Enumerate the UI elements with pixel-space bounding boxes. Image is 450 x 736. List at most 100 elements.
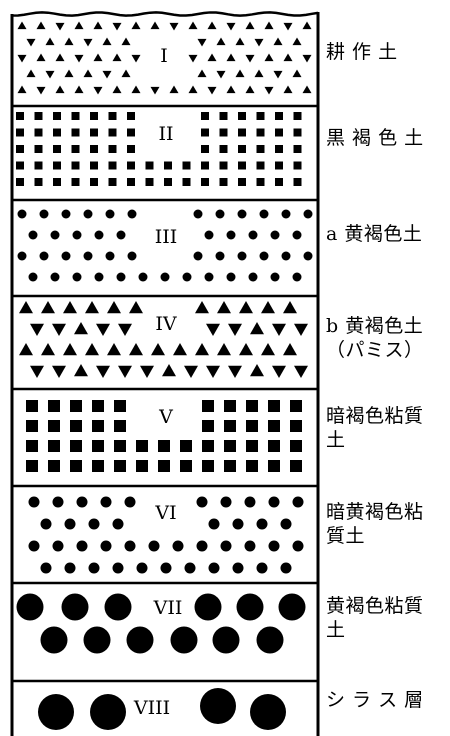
pattern-dot <box>268 496 280 508</box>
pattern-square <box>48 440 60 452</box>
pattern-triangle <box>63 301 77 314</box>
pattern-square <box>293 128 302 137</box>
layer-1-pattern <box>17 21 312 95</box>
pattern-circle <box>256 626 284 654</box>
pattern-square <box>238 128 246 137</box>
pattern-square <box>180 460 192 472</box>
layer-4-numeral: IV <box>155 313 177 335</box>
pattern-square <box>114 460 126 472</box>
pattern-triangle <box>121 37 131 46</box>
pattern-triangle <box>283 85 293 94</box>
layer-5-numeral: V <box>158 406 173 428</box>
pattern-square <box>219 145 228 153</box>
pattern-square <box>219 161 228 170</box>
pattern-square <box>145 178 154 186</box>
pattern-square <box>114 440 126 452</box>
pattern-dot <box>136 562 148 574</box>
pattern-triangle <box>207 53 217 62</box>
pattern-square <box>268 440 280 452</box>
pattern-dot <box>182 272 192 282</box>
pattern-dot <box>160 562 172 574</box>
pattern-dot <box>105 209 115 219</box>
pattern-square <box>114 400 126 412</box>
pattern-dot <box>40 562 52 574</box>
layer-8-numeral: VIII <box>133 697 170 719</box>
layer-5-pattern <box>26 400 302 472</box>
pattern-square <box>53 178 61 186</box>
pattern-triangle <box>217 343 231 356</box>
pattern-square <box>92 460 104 472</box>
pattern-square <box>108 112 117 120</box>
pattern-triangle <box>226 53 236 62</box>
pattern-square <box>293 112 302 120</box>
pattern-triangle <box>173 343 187 356</box>
pattern-triangle <box>245 21 255 30</box>
pattern-square <box>53 128 61 137</box>
pattern-triangle <box>41 343 55 356</box>
layer-3-name: a 黄褐色土 <box>326 223 423 245</box>
pattern-square <box>127 112 135 120</box>
pattern-triangle <box>118 323 132 336</box>
pattern-triangle <box>93 86 103 95</box>
pattern-triangle <box>17 85 27 94</box>
pattern-square <box>164 161 172 170</box>
pattern-dot <box>256 562 268 574</box>
pattern-triangle <box>302 54 312 63</box>
pattern-square <box>34 178 43 186</box>
pattern-triangle <box>96 365 110 378</box>
pattern-square <box>34 161 43 170</box>
pattern-triangle <box>45 37 55 46</box>
pattern-square <box>71 128 80 137</box>
pattern-triangle <box>17 54 27 63</box>
pattern-square <box>108 161 117 170</box>
pattern-triangle <box>283 53 293 62</box>
pattern-triangle <box>45 70 55 79</box>
pattern-triangle <box>74 85 84 94</box>
pattern-triangle <box>150 86 160 95</box>
pattern-dot <box>28 540 40 552</box>
pattern-triangle <box>250 322 264 335</box>
pattern-square <box>34 145 43 153</box>
pattern-triangle <box>74 21 84 30</box>
pattern-triangle <box>264 21 274 30</box>
pattern-triangle <box>292 69 302 78</box>
pattern-dot <box>226 272 236 282</box>
pattern-triangle <box>19 343 33 356</box>
pattern-triangle <box>112 85 122 94</box>
pattern-square <box>202 460 214 472</box>
pattern-square <box>290 400 302 412</box>
pattern-square <box>16 178 24 186</box>
pattern-dot <box>50 272 60 282</box>
pattern-circle <box>278 593 306 621</box>
pattern-triangle <box>169 22 179 31</box>
pattern-square <box>275 112 283 120</box>
pattern-triangle <box>121 69 131 78</box>
pattern-square <box>224 440 236 452</box>
pattern-square <box>158 460 170 472</box>
pattern-square <box>238 178 246 186</box>
pattern-triangle <box>302 21 312 30</box>
pattern-square <box>48 400 60 412</box>
pattern-triangle <box>254 38 264 47</box>
pattern-triangle <box>228 365 242 378</box>
pattern-triangle <box>93 21 103 30</box>
pattern-circle <box>38 694 74 730</box>
pattern-triangle <box>112 22 122 31</box>
pattern-triangle <box>64 37 74 46</box>
pattern-dot <box>193 251 203 261</box>
pattern-dot <box>280 518 292 530</box>
pattern-square <box>180 440 192 452</box>
pattern-dot <box>204 272 214 282</box>
pattern-circle <box>40 626 68 654</box>
pattern-dot <box>17 209 27 219</box>
pattern-triangle <box>36 53 46 62</box>
pattern-dot <box>72 230 82 240</box>
pattern-dot <box>116 230 126 240</box>
pattern-square <box>53 161 61 170</box>
pattern-square <box>34 128 43 137</box>
pattern-triangle <box>131 54 141 63</box>
pattern-triangle <box>26 69 36 78</box>
pattern-triangle <box>273 70 283 79</box>
pattern-triangle <box>131 21 141 30</box>
